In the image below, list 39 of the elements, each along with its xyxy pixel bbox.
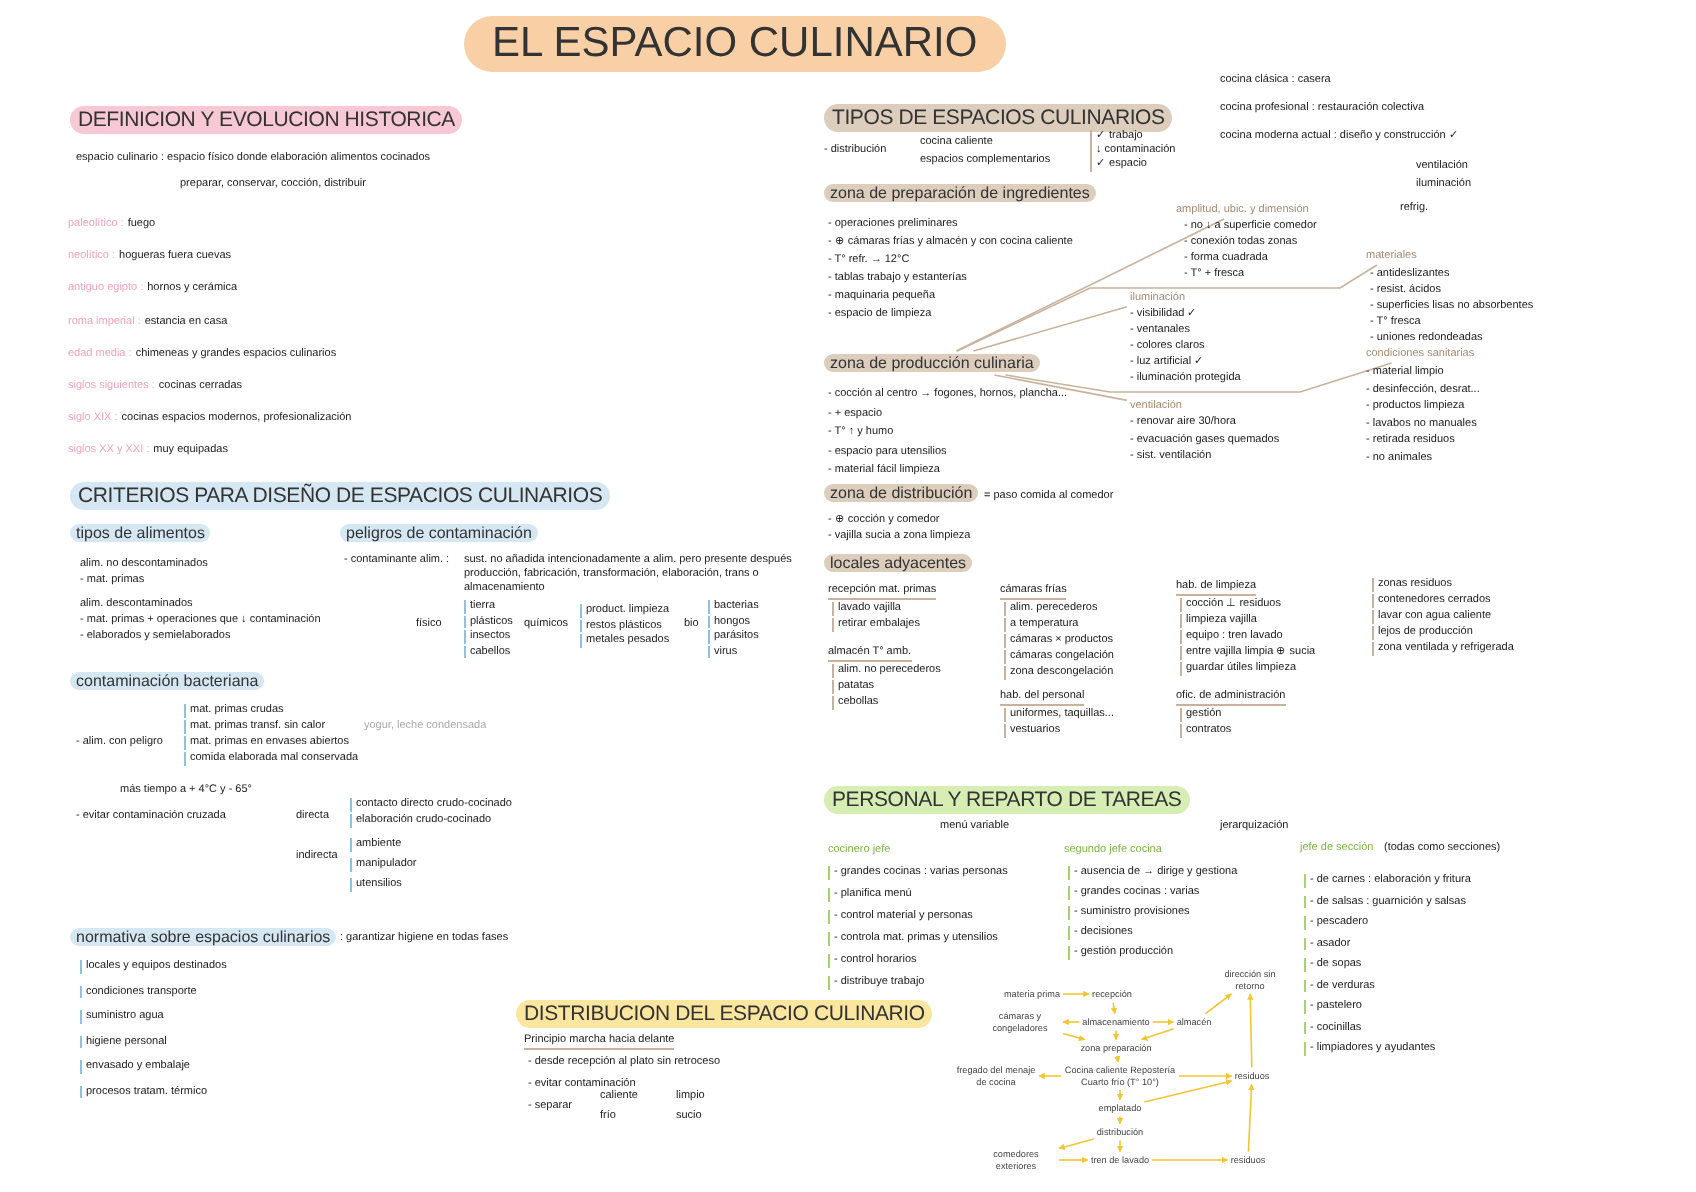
subheading: zona de preparación de ingredientes (824, 184, 1096, 202)
section-heading: CRITERIOS PARA DISEÑO DE ESPACIOS CULINARIOS (70, 482, 611, 510)
connector-line (956, 264, 1378, 352)
arrow (1062, 1032, 1086, 1042)
subheading: normativa sobre espacios culinarios (70, 928, 337, 946)
arrow (1116, 1139, 1124, 1153)
arrow (1110, 1001, 1118, 1015)
arrow (1143, 1079, 1233, 1103)
subheading: zona de distribución (824, 484, 979, 502)
connector-line (955, 218, 1225, 352)
arrow (1058, 1138, 1095, 1150)
section-heading: TIPOS DE ESPACIOS CULINARIOS (824, 104, 1173, 132)
arrow (1114, 1055, 1121, 1063)
topic-heading: zona de producción culinaria (824, 354, 1040, 372)
arrow (1140, 1028, 1175, 1041)
arrow (1151, 1156, 1229, 1164)
connector-line (1004, 362, 1393, 393)
page-title: EL ESPACIO CULINARIO (464, 16, 1006, 72)
arrow (1116, 1115, 1124, 1125)
arrow (1247, 1083, 1255, 1153)
section-heading: DISTRIBUCION DEL ESPACIO CULINARIO (516, 1000, 933, 1028)
arrow (1038, 1072, 1062, 1080)
section-heading: DEFINICION Y EVOLUCION HISTORICA (70, 106, 463, 134)
section-heading: PERSONAL Y REPARTO DE TAREAS (824, 786, 1190, 814)
subheading: contaminación bacteriana (70, 672, 265, 690)
arrow (1178, 1072, 1233, 1080)
subheading: locales adyacentes (824, 554, 973, 572)
connector-line (972, 306, 1128, 352)
arrow (1204, 993, 1233, 1015)
arrow (1062, 1018, 1080, 1026)
subheading: peligros de contaminación (340, 524, 538, 542)
arrow (1247, 993, 1254, 1069)
arrow (1058, 1156, 1089, 1164)
arrow (1116, 1089, 1124, 1101)
subheading: tipos de alimentos (70, 524, 211, 542)
connector-line (993, 374, 1128, 402)
arrow (1062, 990, 1090, 998)
arrow (1152, 1018, 1175, 1026)
arrow (1112, 1029, 1120, 1041)
